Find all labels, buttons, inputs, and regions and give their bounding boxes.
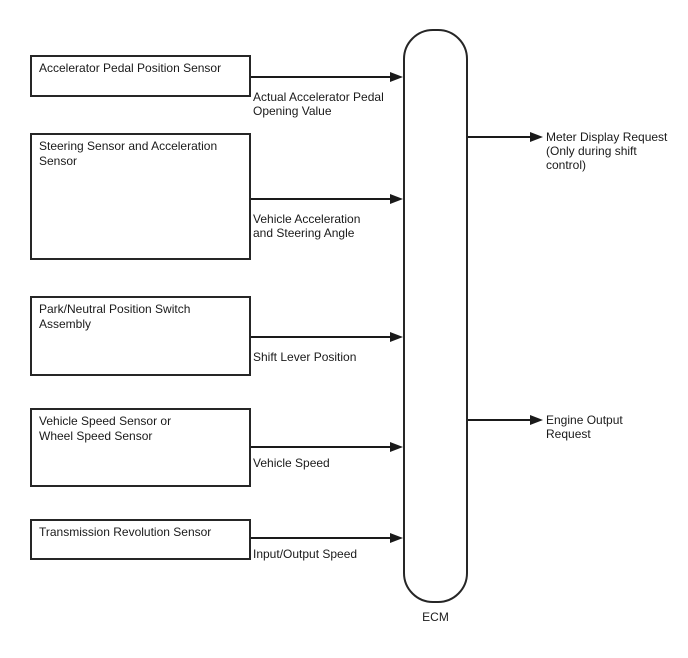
input-arrow-line-1 [251, 76, 391, 78]
arrowhead-right-icon [390, 332, 403, 342]
arrowhead-right-icon [390, 72, 403, 82]
sensor-box-park-neutral-switch: Park/Neutral Position Switch Assembly [30, 296, 251, 376]
input-arrow-line-3 [251, 336, 391, 338]
input-signal-label-accelerator-opening: Actual Accelerator Pedal Opening Value [253, 90, 384, 118]
arrowhead-right-icon [530, 415, 543, 425]
input-signal-label-vehicle-speed: Vehicle Speed [253, 456, 330, 470]
output-label-engine-output-request: Engine Output Request [546, 413, 623, 441]
ecm-block [403, 29, 468, 603]
arrowhead-right-icon [390, 533, 403, 543]
input-signal-label-shift-lever-position: Shift Lever Position [253, 350, 357, 364]
ecm-block-label: ECM [422, 610, 449, 624]
arrowhead-right-icon [390, 194, 403, 204]
arrowhead-right-icon [390, 442, 403, 452]
output-arrow-line-1 [468, 136, 531, 138]
input-signal-label-input-output-speed: Input/Output Speed [253, 547, 358, 561]
sensor-box-steering-and-acceleration: Steering Sensor and Acceleration Sensor [30, 133, 251, 260]
output-arrow-line-2 [468, 419, 531, 421]
input-arrow-line-5 [251, 537, 391, 539]
input-arrow-line-4 [251, 446, 391, 448]
input-signal-label-acceleration-steering: Vehicle Acceleration and Steering Angle [253, 212, 361, 240]
output-label-meter-display-request: Meter Display Request (Only during shift… [546, 130, 668, 172]
arrowhead-right-icon [530, 132, 543, 142]
sensor-box-accelerator-pedal-position: Accelerator Pedal Position Sensor [30, 55, 251, 97]
sensor-box-transmission-revolution: Transmission Revolution Sensor [30, 519, 251, 560]
input-arrow-line-2 [251, 198, 391, 200]
sensor-box-vehicle-wheel-speed: Vehicle Speed Sensor or Wheel Speed Sens… [30, 408, 251, 487]
